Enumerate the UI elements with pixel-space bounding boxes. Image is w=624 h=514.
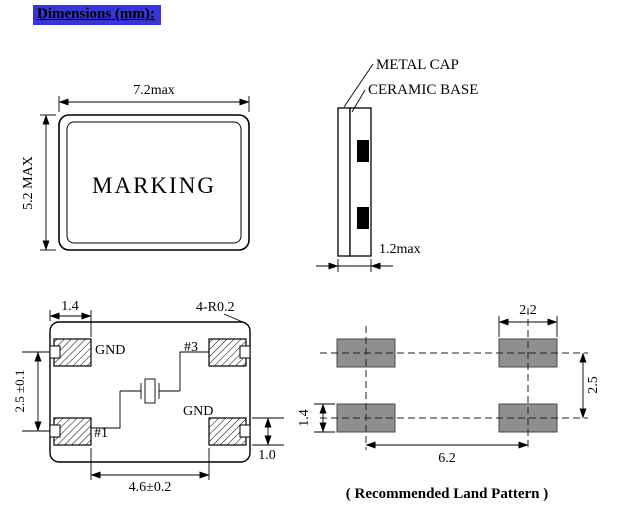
dim-pad-span-lines [90, 448, 210, 480]
side-pad-bottom [357, 207, 369, 229]
dim-top-height-lines [40, 114, 56, 251]
dim-row-pitch-label: 2.5 ±0.1 [12, 370, 27, 413]
dim-land-pad-width-lines [498, 316, 558, 337]
dim-top-width-lines [58, 96, 250, 112]
castellation-bottom-left [49, 424, 61, 438]
corner-radius-label: 4-R0.2 [196, 300, 235, 315]
dim-row-pitch-lines [22, 351, 50, 432]
dim-pad-height-label: 1.0 [258, 448, 276, 463]
dim-land-row-pitch-label: 2.5 [586, 376, 601, 394]
crystal-symbol [91, 351, 209, 429]
castellation-top-left [49, 345, 61, 359]
bottom-outline [49, 321, 251, 463]
ceramic-base-shape [349, 107, 372, 257]
page-title: Dimensions (mm): [33, 5, 161, 25]
dim-land-pad-width-label: 2.2 [519, 303, 537, 318]
package-inner-outline [66, 121, 242, 244]
crystal-body [144, 378, 156, 404]
dim-land-pad-height-label: 1.4 [297, 409, 312, 427]
metal-cap-shape [337, 107, 351, 257]
pad-top-left [53, 338, 92, 367]
dim-pad-height-lines [252, 417, 284, 446]
dim-land-col-pitch-label: 6.2 [438, 451, 456, 466]
ceramic-base-leader-line [351, 89, 366, 113]
ceramic-base-label: CERAMIC BASE [368, 82, 478, 98]
crystal-trace-to-pin3 [179, 351, 209, 391]
pin3-label: #3 [184, 340, 198, 355]
side-pad-top [357, 140, 369, 162]
dim-top-height-label: 5.2 MAX [21, 156, 36, 210]
castellation-top-right [239, 345, 251, 359]
dim-pad-offset-lines [49, 310, 92, 337]
dim-pad-span-label: 4.6±0.2 [129, 480, 172, 495]
land-pattern-caption: ( Recommended Land Pattern ) [346, 486, 548, 502]
corner-radius-leader-line [223, 313, 246, 324]
dim-top-width-label: 7.2max [133, 83, 175, 98]
dim-side-thickness-label: 1.2max [379, 242, 421, 257]
centerlines [320, 308, 588, 450]
dim-pad-offset-label: 1.4 [61, 299, 79, 314]
crystal-trace-to-pin1 [91, 391, 121, 429]
gnd-top-label: GND [95, 343, 125, 358]
dim-land-pad-height-lines [314, 403, 335, 433]
land-pattern: 2.2 2.5 1.4 6.2 ( Recommended Land Patte… [297, 303, 601, 502]
dim-side-thickness-lines [316, 259, 393, 272]
castellation-bottom-right [239, 424, 251, 438]
gnd-bottom-label: GND [183, 404, 213, 419]
side-view: METAL CAP CERAMIC BASE 1.2max [316, 57, 478, 272]
top-view: MARKING 7.2max 5.2 MAX [21, 83, 250, 251]
marking-text: MARKING [92, 173, 216, 198]
metal-cap-label: METAL CAP [376, 57, 459, 73]
bottom-view: GND #3 #1 GND 1.4 4-R0.2 2.5 ±0.1 1.0 [12, 299, 284, 495]
pin1-label: #1 [94, 426, 108, 441]
metal-cap-leader-line [343, 63, 374, 108]
